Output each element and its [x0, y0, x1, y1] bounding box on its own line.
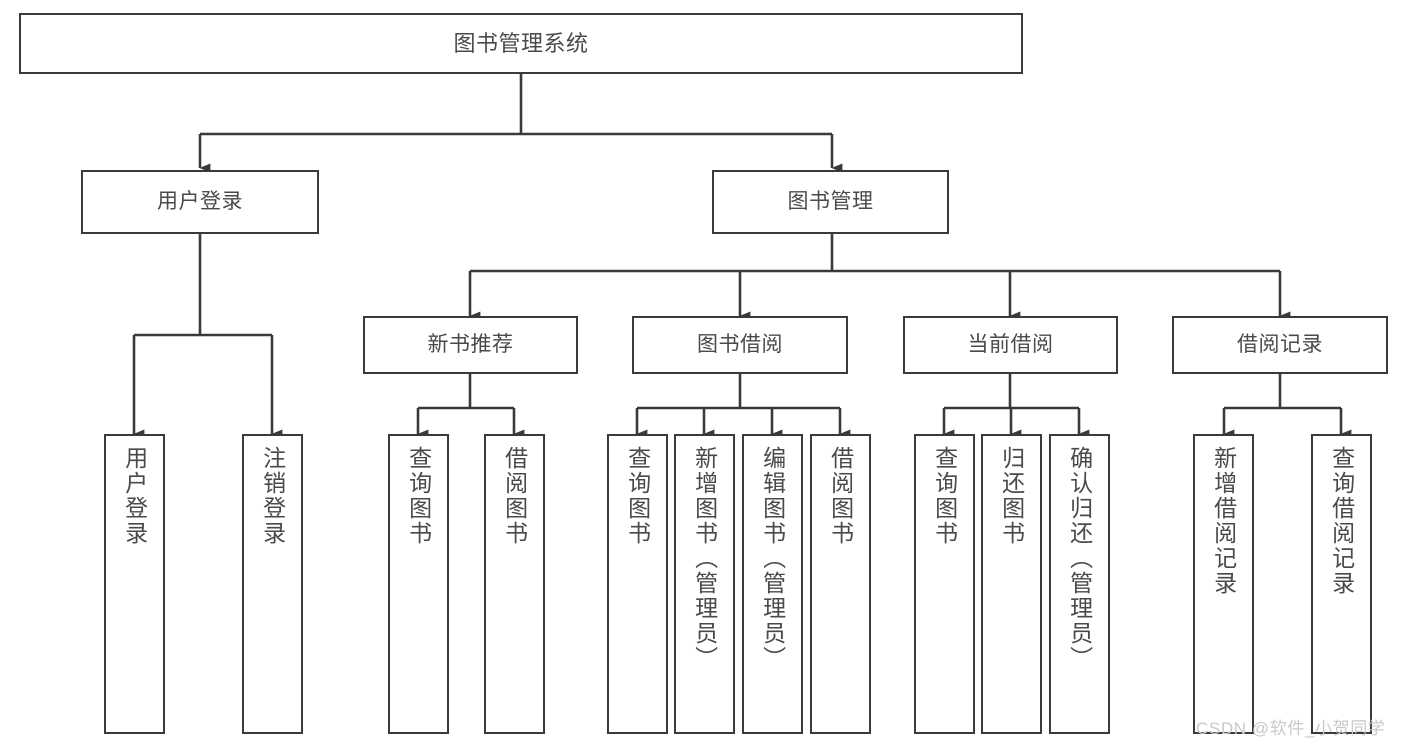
leaf-borrow-borrow-book-label: 借阅图书 [827, 446, 854, 546]
leaf-records-add[interactable]: 新增借阅记录 [1193, 434, 1254, 734]
node-current-borrow-label: 当前借阅 [967, 332, 1054, 356]
leaf-current-return[interactable]: 归还图书 [981, 434, 1042, 734]
leaf-current-confirm-return-label: 确认归还（管理员） [1066, 446, 1093, 671]
node-new-book-recommend-label: 新书推荐 [427, 332, 514, 356]
leaf-current-query[interactable]: 查询图书 [914, 434, 975, 734]
leaf-borrow-query[interactable]: 查询图书 [607, 434, 668, 734]
leaf-new-book-query-label: 查询图书 [405, 446, 432, 546]
watermark-text: CSDN @软件_小贺同学 [1196, 719, 1386, 738]
node-current-borrow[interactable]: 当前借阅 [903, 316, 1118, 374]
node-user-login-label: 用户登录 [157, 189, 243, 213]
node-borrow-records-label: 借阅记录 [1237, 332, 1323, 356]
node-user-login[interactable]: 用户登录 [81, 170, 319, 234]
node-book-management[interactable]: 图书管理 [712, 170, 949, 234]
node-book-borrow-label: 图书借阅 [697, 332, 783, 356]
node-book-borrow[interactable]: 图书借阅 [632, 316, 848, 374]
leaf-user-login-signin[interactable]: 用户登录 [104, 434, 165, 734]
leaf-current-return-label: 归还图书 [998, 446, 1025, 546]
leaf-records-add-label: 新增借阅记录 [1210, 446, 1237, 596]
leaf-current-query-label: 查询图书 [931, 446, 958, 546]
leaf-borrow-borrow-book[interactable]: 借阅图书 [810, 434, 871, 734]
leaf-user-login-signout-label: 注销登录 [259, 446, 286, 546]
leaf-borrow-add-book-label: 新增图书（管理员） [691, 446, 718, 671]
leaf-current-confirm-return[interactable]: 确认归还（管理员） [1049, 434, 1110, 734]
node-borrow-records[interactable]: 借阅记录 [1172, 316, 1388, 374]
leaf-user-login-signout[interactable]: 注销登录 [242, 434, 303, 734]
leaf-borrow-edit-book-label: 编辑图书（管理员） [759, 446, 786, 671]
leaf-new-book-borrow[interactable]: 借阅图书 [484, 434, 545, 734]
leaf-borrow-edit-book[interactable]: 编辑图书（管理员） [742, 434, 803, 734]
leaf-records-query-label: 查询借阅记录 [1328, 446, 1355, 596]
leaf-user-login-signin-label: 用户登录 [121, 446, 148, 546]
leaf-new-book-borrow-label: 借阅图书 [501, 446, 528, 546]
node-book-management-label: 图书管理 [787, 189, 874, 213]
node-new-book-recommend[interactable]: 新书推荐 [363, 316, 578, 374]
leaf-borrow-query-label: 查询图书 [624, 446, 651, 546]
leaf-borrow-add-book[interactable]: 新增图书（管理员） [674, 434, 735, 734]
node-root-label: 图书管理系统 [453, 30, 589, 56]
node-root[interactable]: 图书管理系统 [19, 13, 1023, 74]
leaf-new-book-query[interactable]: 查询图书 [388, 434, 449, 734]
leaf-records-query[interactable]: 查询借阅记录 [1311, 434, 1372, 734]
